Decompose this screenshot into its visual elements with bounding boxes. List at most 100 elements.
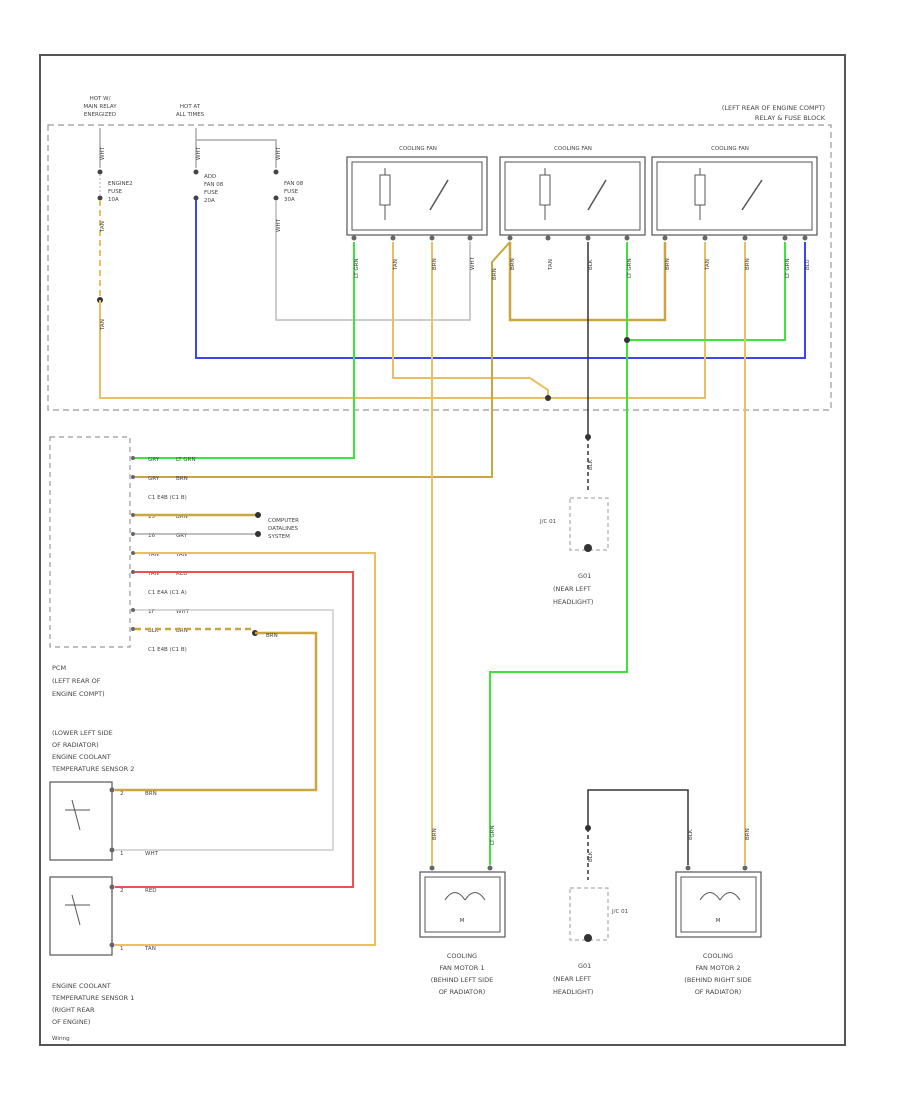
svg-text:BRN: BRN	[492, 268, 498, 280]
svg-text:LT GRN: LT GRN	[785, 258, 791, 278]
svg-text:LT GRN: LT GRN	[627, 258, 633, 278]
sensor-wire-brn-label: BRN	[266, 633, 278, 639]
engine-fuse: ENGINE2 FUSE 10A	[97, 169, 133, 203]
motor2-label-1: COOLING	[703, 952, 733, 960]
svg-text:FUSE: FUSE	[284, 189, 299, 195]
relay-fuse-block-box	[47, 124, 832, 411]
svg-text:FUSE: FUSE	[108, 189, 123, 195]
datalines-label-1: COMPUTER	[268, 518, 299, 524]
svg-text:GRY: GRY	[148, 457, 160, 463]
fan-fuse: FAN 08 FUSE 30A	[273, 169, 304, 203]
svg-text:BLK: BLK	[588, 851, 594, 862]
motor1-label-3: (BEHIND LEFT SIDE	[431, 976, 493, 984]
cooling-fan-motor-2: M	[675, 865, 762, 938]
svg-text:TAN: TAN	[705, 259, 711, 271]
svg-text:BRN: BRN	[432, 258, 438, 270]
svg-text:BRN: BRN	[745, 828, 751, 840]
svg-text:TAN: TAN	[100, 319, 106, 331]
svg-text:LT GRN: LT GRN	[176, 457, 196, 463]
junction-upper: J/C 01	[539, 497, 609, 552]
wire-lt-grn-pcm	[135, 242, 355, 459]
sensor1-label-4: OF ENGINE)	[52, 1018, 90, 1026]
svg-text:ADD: ADD	[204, 174, 216, 180]
svg-text:2: 2	[120, 888, 124, 894]
svg-text:C1 E4A (C1 A): C1 E4A (C1 A)	[148, 590, 187, 596]
wire-blk-motor2-ground	[587, 789, 689, 865]
ground-lower-2: (NEAR LEFT	[553, 975, 591, 983]
svg-text:RED: RED	[145, 888, 157, 894]
datalines-label-3: SYSTEM	[268, 534, 290, 540]
cooling-fan-motor-1: M	[419, 865, 506, 938]
hot-main-relay-1: HOT W/	[90, 96, 111, 102]
svg-text:COOLING FAN: COOLING FAN	[711, 146, 749, 152]
sensor2-label-3: ENGINE COOLANT	[52, 753, 111, 761]
wire-lt-grn-motor1	[489, 242, 628, 865]
svg-text:FAN 08: FAN 08	[284, 181, 304, 187]
datalines-label-2: DATALINES	[268, 526, 298, 532]
footer-label: Wiring	[52, 1036, 70, 1042]
svg-text:BRN: BRN	[176, 476, 188, 482]
svg-text:BLK: BLK	[588, 259, 594, 270]
motor1-label-2: FAN MOTOR 1	[439, 964, 484, 972]
ground-upper-3: HEADLIGHT)	[553, 598, 593, 606]
svg-text:TAN: TAN	[147, 552, 159, 558]
junction-lower: J/C 01	[569, 887, 628, 942]
svg-text:BRN: BRN	[665, 258, 671, 270]
svg-text:WHT: WHT	[196, 146, 202, 160]
ground-upper-1: G01	[578, 572, 591, 580]
svg-text:WHT: WHT	[176, 609, 190, 615]
svg-text:COOLING FAN: COOLING FAN	[399, 146, 437, 152]
svg-text:TAN: TAN	[548, 259, 554, 271]
relay-block-title-2: RELAY & FUSE BLOCK	[755, 114, 826, 122]
ground-lower-3: HEADLIGHT)	[553, 988, 593, 996]
sensor2-label-1: (LOWER LEFT SIDE	[52, 729, 113, 737]
add-fan-fuse: ADD FAN 08 FUSE 20A	[193, 169, 224, 204]
cooling-fan-relay-1: COOLING FAN	[346, 146, 488, 236]
hot-main-relay-2: MAIN RELAY	[83, 104, 117, 110]
svg-text:TAN: TAN	[100, 221, 106, 233]
svg-text:BLK: BLK	[688, 829, 694, 840]
svg-text:30A: 30A	[284, 197, 295, 203]
svg-text:WHT: WHT	[145, 851, 159, 857]
svg-text:GRY: GRY	[148, 476, 160, 482]
svg-text:FAN 08: FAN 08	[204, 182, 224, 188]
sensor2-label-4: TEMPERATURE SENSOR 2	[51, 765, 134, 773]
svg-text:10A: 10A	[108, 197, 119, 203]
hot-all-times-2: ALL TIMES	[176, 112, 205, 118]
pcm-name-1: PCM	[52, 664, 66, 672]
motor2-label-2: FAN MOTOR 2	[695, 964, 740, 972]
wire-blue	[195, 200, 806, 359]
svg-text:BRN: BRN	[432, 828, 438, 840]
pcm-box	[49, 436, 131, 648]
hot-all-times-1: HOT AT	[180, 104, 201, 110]
svg-text:BLK: BLK	[148, 628, 159, 634]
wire-color-labels: WHT TAN TAN WHT WHT WHT LT GRN TAN BRN W…	[100, 146, 811, 862]
svg-text:C1 E4B (C1 B): C1 E4B (C1 B)	[148, 647, 187, 653]
ground-lower-1: G01	[578, 962, 591, 970]
diagram-frame	[39, 54, 846, 1046]
svg-text:TAN: TAN	[144, 946, 156, 952]
svg-text:FUSE: FUSE	[204, 190, 219, 196]
svg-text:COOLING FAN: COOLING FAN	[554, 146, 592, 152]
svg-text:TAN: TAN	[393, 259, 399, 271]
svg-text:TAN: TAN	[175, 552, 187, 558]
wire-tan-sensor1	[115, 552, 376, 946]
svg-text:RED: RED	[176, 571, 188, 577]
svg-text:BLK: BLK	[588, 459, 594, 470]
svg-text:GRY: GRY	[176, 533, 188, 539]
ground-upper-2: (NEAR LEFT	[553, 585, 591, 593]
svg-text:BRN: BRN	[145, 791, 157, 797]
svg-text:TAN: TAN	[147, 571, 159, 577]
cooling-fan-relay-2: COOLING FAN	[499, 146, 646, 236]
svg-text:LT GRN: LT GRN	[354, 258, 360, 278]
svg-text:1: 1	[120, 946, 124, 952]
svg-text:WHT: WHT	[100, 146, 106, 160]
svg-text:C1 E4B (C1 B): C1 E4B (C1 B)	[148, 495, 187, 501]
motor1-label-1: COOLING	[447, 952, 477, 960]
svg-text:LT GRN: LT GRN	[490, 825, 496, 845]
hot-main-relay-3: ENERGIZED	[84, 112, 116, 118]
relay-block-title-1: (LEFT REAR OF ENGINE COMPT)	[722, 104, 825, 112]
svg-text:M: M	[460, 918, 465, 924]
